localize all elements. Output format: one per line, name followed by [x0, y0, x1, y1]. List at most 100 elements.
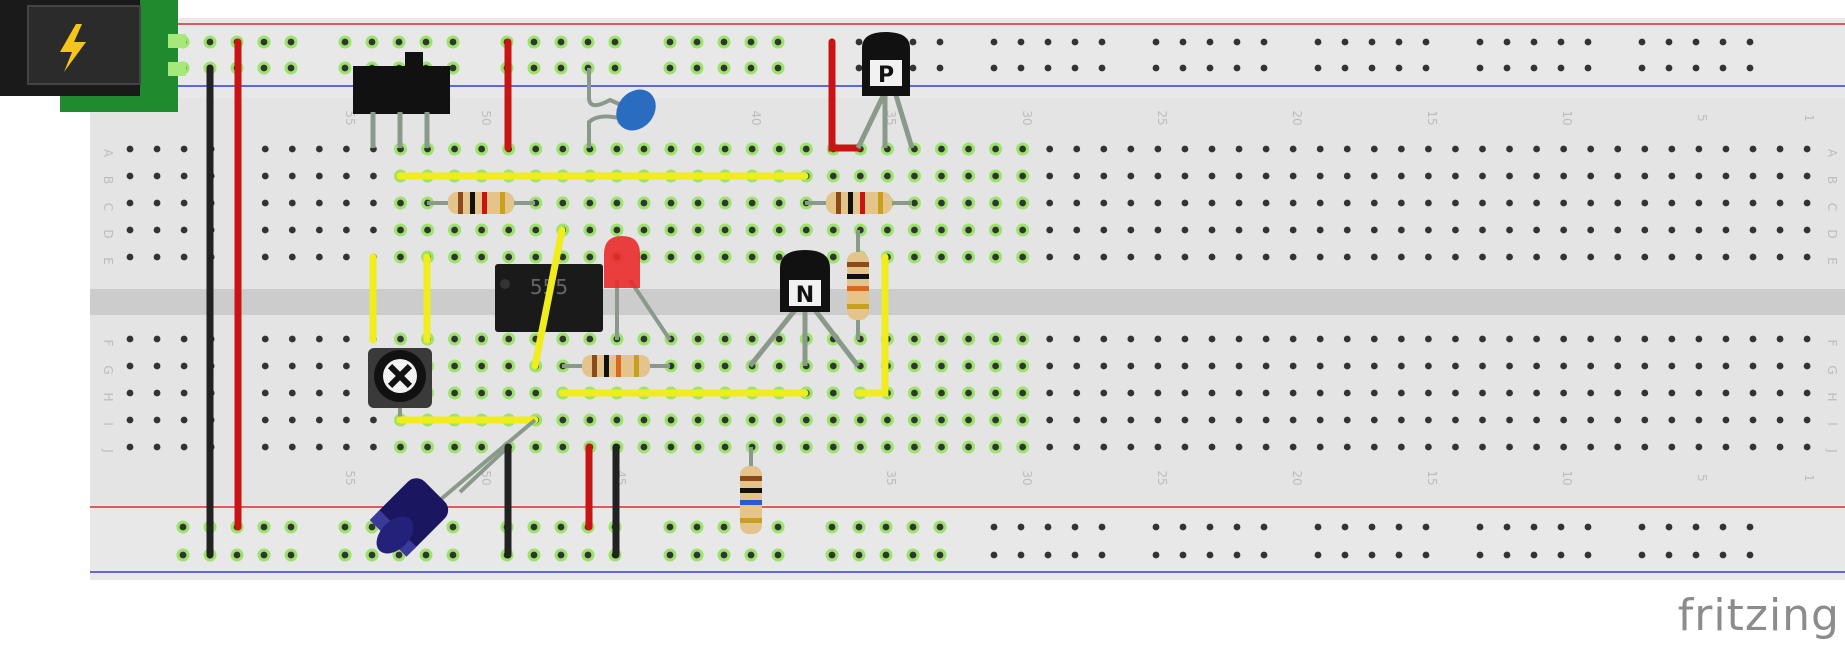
hole	[1370, 362, 1378, 370]
hole	[1560, 145, 1568, 153]
hole	[721, 226, 729, 234]
hole	[938, 362, 945, 370]
hole	[1127, 172, 1135, 180]
hole	[1533, 226, 1540, 234]
hole	[1560, 389, 1568, 397]
hole	[422, 38, 430, 46]
hole	[775, 226, 783, 234]
hole	[343, 335, 350, 343]
hole	[449, 551, 457, 559]
hole	[1641, 199, 1649, 207]
hole	[288, 362, 296, 370]
hole	[1260, 551, 1268, 559]
hole	[451, 226, 458, 234]
hole	[1343, 199, 1351, 207]
hole	[829, 362, 837, 370]
hole	[1395, 551, 1403, 559]
hole	[884, 172, 891, 180]
hole	[1044, 64, 1052, 72]
hole	[1584, 64, 1592, 72]
hole	[1560, 416, 1568, 424]
hole	[1316, 416, 1324, 424]
hole	[1289, 416, 1297, 424]
hole	[1370, 416, 1378, 424]
potentiometer	[368, 348, 432, 420]
hole	[640, 199, 648, 207]
hole	[1370, 443, 1378, 451]
hole	[424, 443, 431, 451]
hole	[451, 389, 458, 397]
hole	[1695, 416, 1703, 424]
hole	[1695, 335, 1703, 343]
hole	[613, 199, 621, 207]
hole	[1343, 226, 1351, 234]
hole	[1614, 416, 1622, 424]
hole	[233, 551, 241, 559]
center-channel	[90, 289, 1845, 315]
hole	[1668, 253, 1676, 261]
hole	[1019, 199, 1027, 207]
hole	[613, 416, 621, 424]
hole	[1584, 38, 1592, 46]
hole	[1260, 64, 1268, 72]
hole	[1506, 416, 1513, 424]
hole	[1073, 226, 1081, 234]
hole	[584, 551, 592, 559]
hole	[1397, 145, 1405, 153]
hole	[1019, 416, 1027, 424]
hole	[1073, 362, 1081, 370]
hole	[1695, 443, 1703, 451]
hole	[1314, 551, 1322, 559]
hole	[1560, 443, 1568, 451]
hole	[1746, 551, 1754, 559]
hole	[1073, 199, 1081, 207]
hole	[1127, 226, 1135, 234]
row-letter: A	[1825, 149, 1839, 158]
hole	[911, 199, 918, 207]
hole	[1181, 335, 1189, 343]
column-number: 20	[1290, 470, 1304, 485]
hole	[1368, 64, 1376, 72]
hole	[1776, 362, 1784, 370]
hole	[936, 551, 944, 559]
hole	[530, 38, 538, 46]
hole	[1533, 145, 1540, 153]
hole	[1071, 523, 1079, 531]
hole	[559, 416, 567, 424]
hole	[315, 253, 323, 261]
hole	[1100, 389, 1108, 397]
hole	[153, 335, 161, 343]
hole	[1314, 64, 1322, 72]
hole	[965, 335, 972, 343]
hole	[1098, 64, 1106, 72]
hole	[1262, 226, 1270, 234]
hole	[1316, 335, 1324, 343]
hole	[1208, 145, 1216, 153]
hole	[180, 253, 188, 261]
hole	[1127, 335, 1135, 343]
hole	[315, 443, 323, 451]
hole	[505, 253, 513, 261]
hole	[1533, 443, 1540, 451]
hole	[1233, 64, 1241, 72]
hole	[126, 389, 134, 397]
hole	[1452, 389, 1459, 397]
hole	[694, 199, 702, 207]
hole	[1803, 389, 1811, 397]
hole	[721, 145, 729, 153]
hole	[557, 64, 565, 72]
hole	[1668, 172, 1676, 180]
hole	[126, 253, 134, 261]
hole	[449, 64, 457, 72]
hole	[1665, 551, 1673, 559]
hole	[1262, 443, 1270, 451]
hole	[1665, 38, 1673, 46]
hole	[1776, 443, 1784, 451]
hole	[938, 199, 945, 207]
hole	[1235, 145, 1243, 153]
hole	[1260, 38, 1268, 46]
hole	[666, 551, 674, 559]
hole	[990, 523, 998, 531]
hole	[965, 172, 972, 180]
hole	[1692, 523, 1700, 531]
